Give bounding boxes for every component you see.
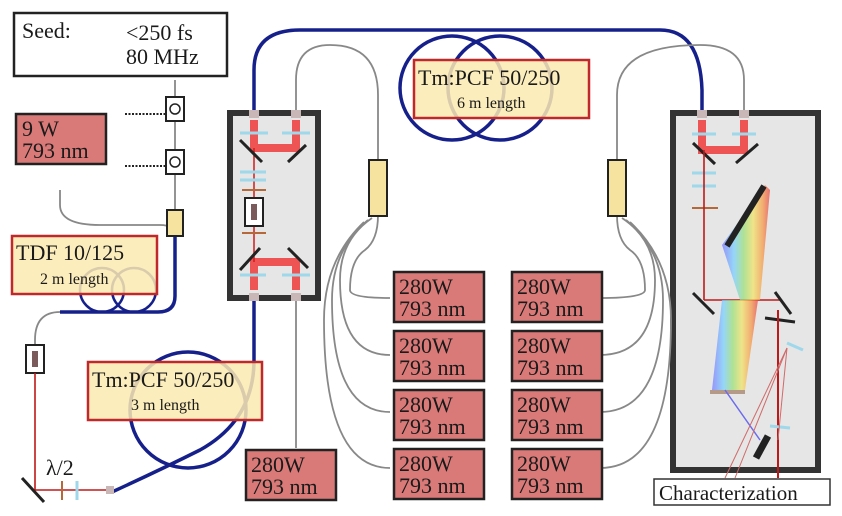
pump-box-8: 280W 793 nm xyxy=(510,388,604,442)
pump-wavelength: 793 nm xyxy=(517,355,584,380)
pump-power: 280W xyxy=(517,274,571,299)
seed-pump-box: 9 W 793 nm xyxy=(14,112,108,166)
pcf2-name: Tm:PCF 50/250 xyxy=(418,65,560,90)
mirror xyxy=(20,476,46,504)
pump-box-6: 280W 793 nm xyxy=(510,270,604,324)
tdf-length: 2 m length xyxy=(40,271,108,288)
pump-power: 280W xyxy=(517,451,571,476)
pump-box-5: 280W 793 nm xyxy=(392,447,486,501)
pump-wavelength: 793 nm xyxy=(399,414,466,439)
pcf1-length: 3 m length xyxy=(131,397,199,414)
pcf2-box: Tm:PCF 50/250 6 m length xyxy=(412,58,591,120)
seed-title: Seed: xyxy=(22,18,71,43)
compressor-optics xyxy=(691,110,804,479)
pump-power: 280W xyxy=(399,392,453,417)
pump-power: 280W xyxy=(399,333,453,358)
free-space-beam xyxy=(20,373,114,504)
tdf-name: TDF 10/125 xyxy=(16,240,124,265)
isolator-3 xyxy=(25,344,45,374)
pump-wavelength: 793 nm xyxy=(399,355,466,380)
pump-wavelength: 793 nm xyxy=(517,414,584,439)
tdf-box: TDF 10/125 2 m length xyxy=(10,234,159,296)
seed-box: Seed: <250 fs 80 MHz xyxy=(12,11,229,78)
seed-pump-wavelength: 793 nm xyxy=(22,138,89,163)
characterization-box: Characterization xyxy=(653,478,831,506)
seed-rep-rate: 80 MHz xyxy=(126,44,199,69)
isolator-1 xyxy=(125,96,185,122)
pump-wavelength: 793 nm xyxy=(517,473,584,498)
pcf1-box: Tm:PCF 50/250 3 m length xyxy=(86,360,264,422)
pump-box-2: 280W 793 nm xyxy=(392,270,486,324)
seed-pulse: <250 fs xyxy=(126,20,193,45)
pump-fibers xyxy=(295,44,745,469)
isolator-2 xyxy=(125,149,185,175)
pcf2-length: 6 m length xyxy=(457,95,525,112)
waveplate-label: λ/2 xyxy=(46,455,74,480)
chamber-1-optics xyxy=(238,110,310,301)
pump-wavelength: 793 nm xyxy=(399,473,466,498)
pump-power: 280W xyxy=(251,452,305,477)
pump-combiner-seed xyxy=(166,209,184,237)
pump-wavelength: 793 nm xyxy=(399,296,466,321)
pump-power: 280W xyxy=(399,274,453,299)
seed-pump-power: 9 W xyxy=(22,116,59,141)
pump-wavelength: 793 nm xyxy=(251,474,318,499)
pump-combiner-1 xyxy=(368,159,388,217)
pump-power: 280W xyxy=(517,333,571,358)
pcf1-name: Tm:PCF 50/250 xyxy=(92,367,234,392)
pump-box-7: 280W 793 nm xyxy=(510,329,604,383)
pump-combiner-2 xyxy=(607,159,627,217)
pump-box-4: 280W 793 nm xyxy=(392,388,486,442)
characterization-label: Characterization xyxy=(659,481,798,505)
amplifier-chamber-1 xyxy=(227,110,321,301)
pump-box-3: 280W 793 nm xyxy=(392,329,486,383)
pump-power: 280W xyxy=(517,392,571,417)
pump-power: 280W xyxy=(399,451,453,476)
pump-wavelength: 793 nm xyxy=(517,296,584,321)
pump-box-9: 280W 793 nm xyxy=(510,447,604,501)
pump-box-1: 280W 793 nm xyxy=(244,448,338,502)
